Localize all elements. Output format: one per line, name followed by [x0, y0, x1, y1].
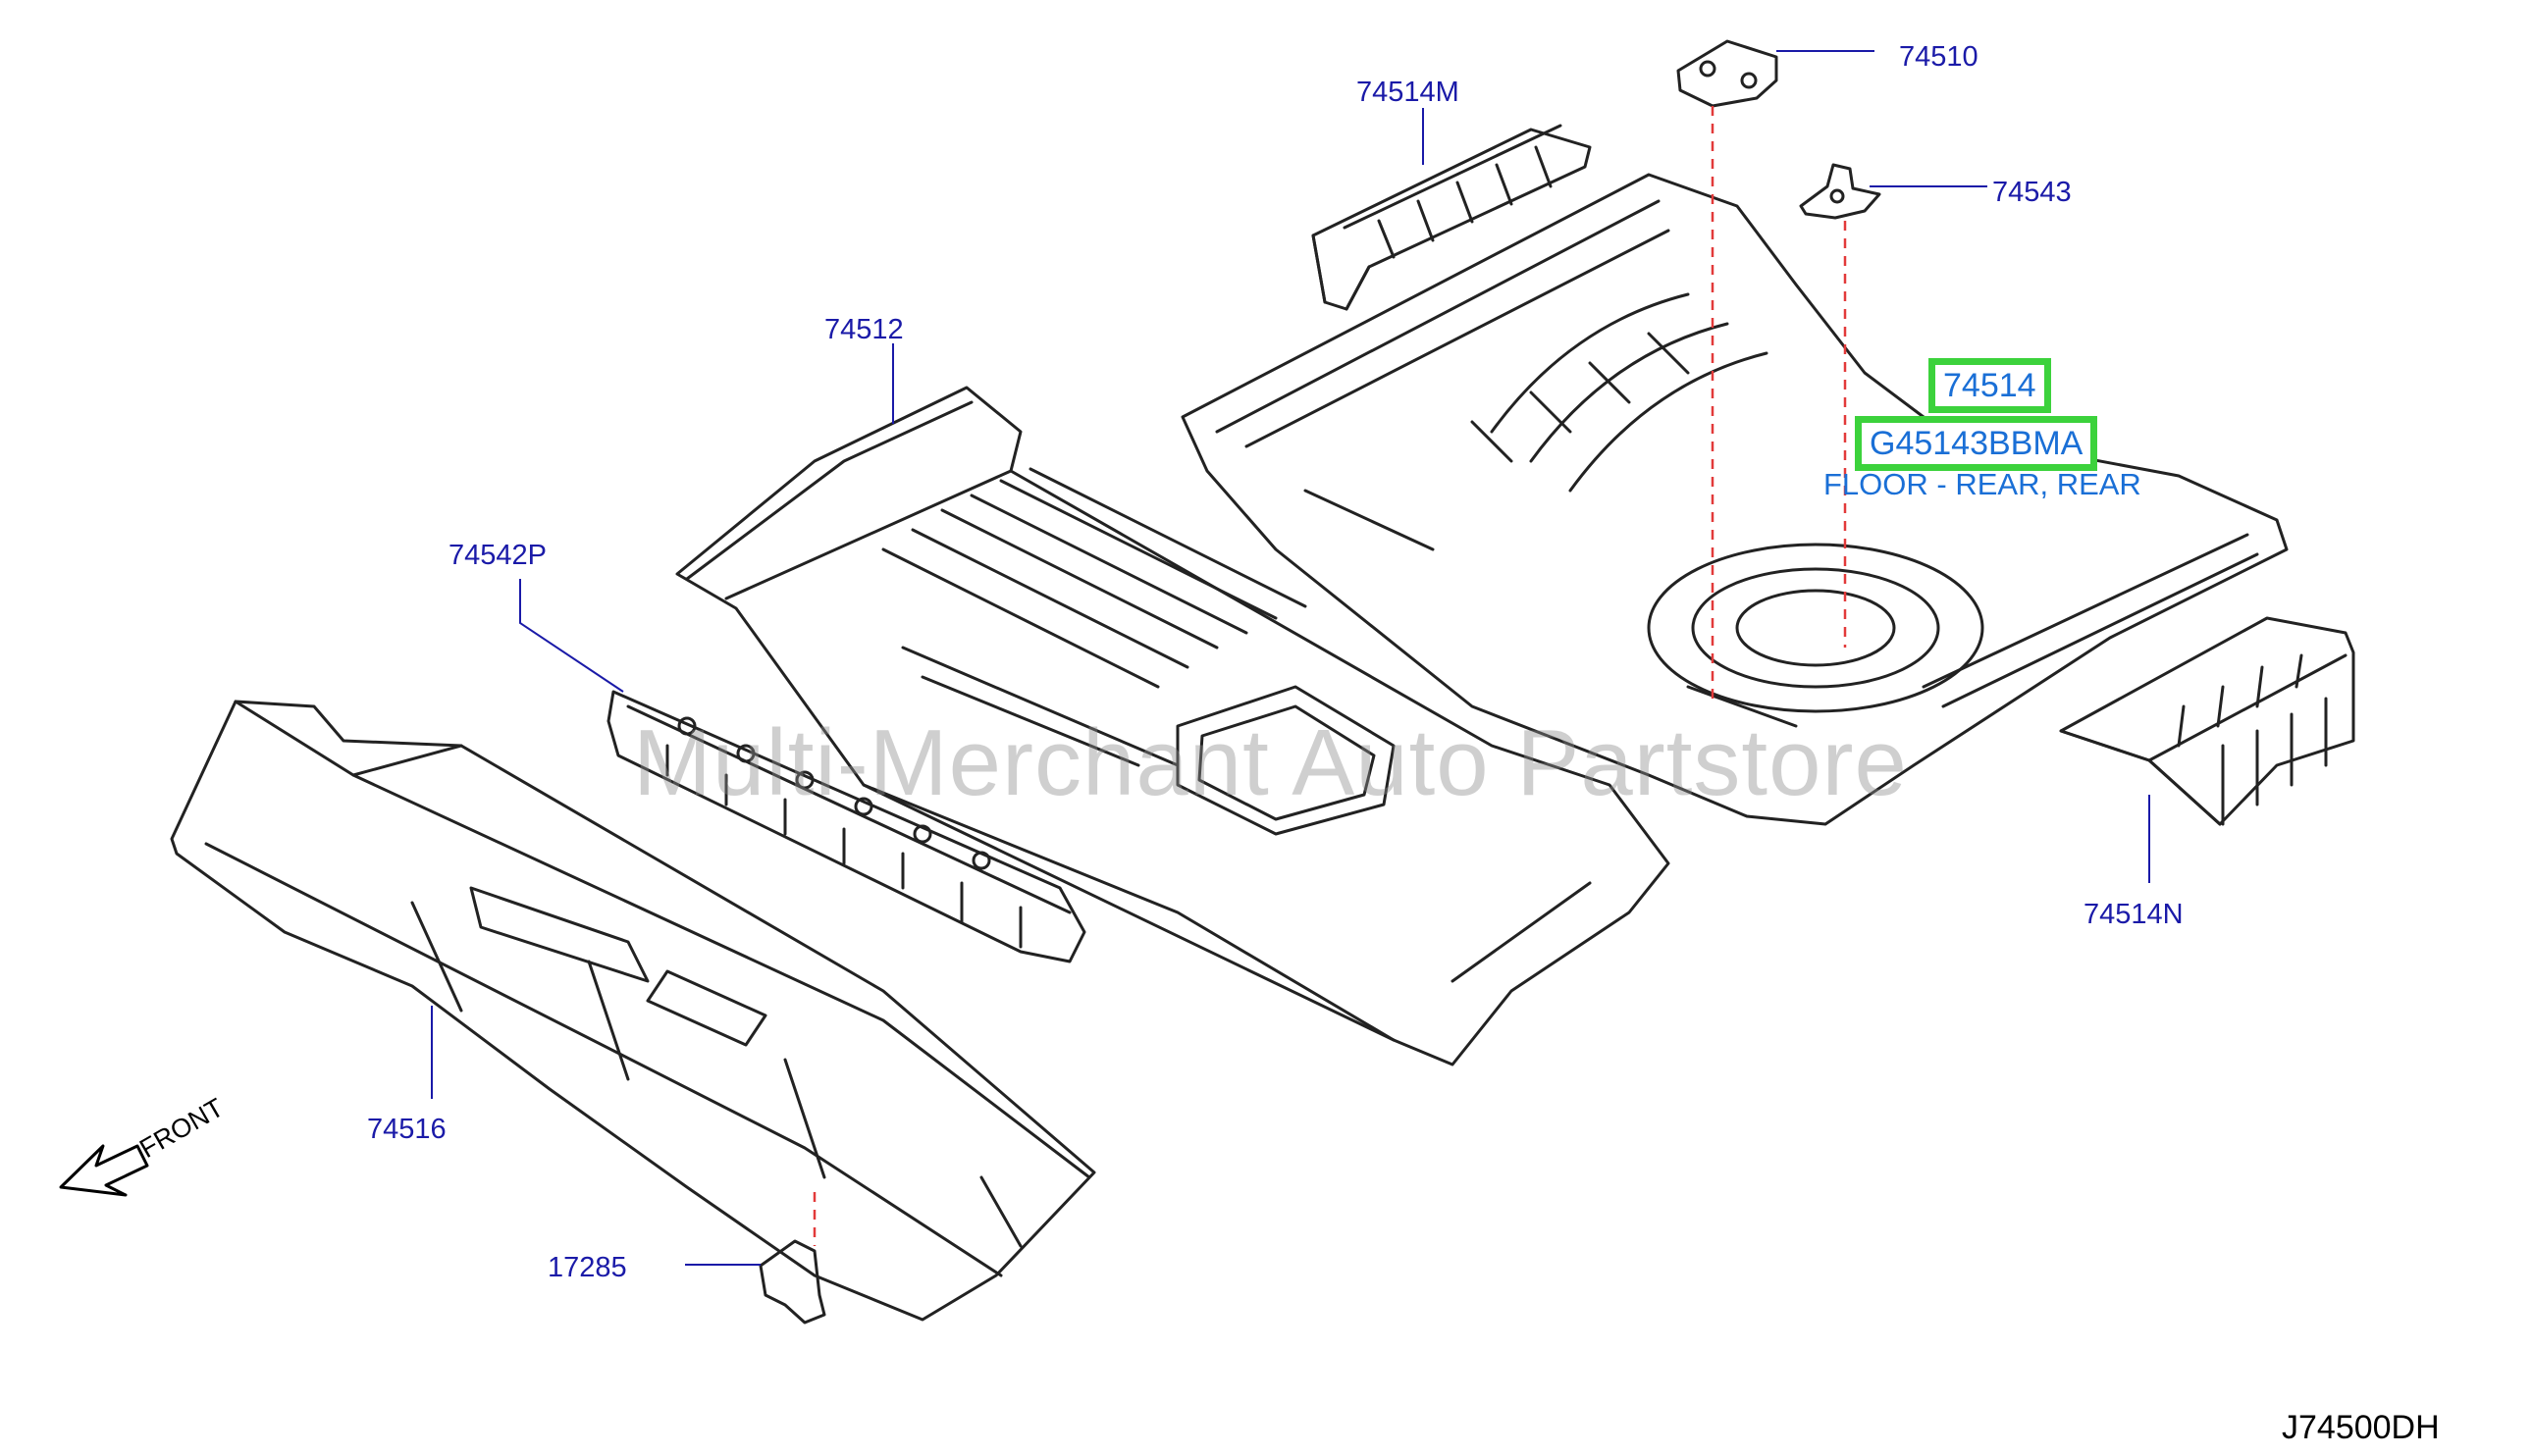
- part-74514M-panel: [1311, 124, 1592, 311]
- leader-lines: [431, 50, 2150, 1266]
- front-arrow-icon: [59, 1144, 149, 1197]
- part-number-highlighted[interactable]: G45143BBMA: [1855, 416, 2098, 471]
- watermark: Multi-Merchant Auto Partstore: [633, 710, 1908, 815]
- part-label-74514M[interactable]: 74514M: [1356, 77, 1459, 108]
- part-74542P-crossmember: [607, 690, 1086, 963]
- part-label-74514-highlighted[interactable]: 74514: [1928, 358, 2051, 413]
- part-74516-front-floor: [170, 700, 1096, 1322]
- part-label-74516[interactable]: 74516: [367, 1114, 447, 1145]
- part-label-74510[interactable]: 74510: [1899, 41, 1978, 73]
- part-label-17285[interactable]: 17285: [548, 1252, 627, 1283]
- diagram-id: J74500DH: [2282, 1409, 2440, 1446]
- dashed-guides: [813, 106, 1847, 1246]
- part-74514-rear-floor: [1181, 173, 2289, 826]
- part-74510-bracket: [1676, 39, 1778, 108]
- part-17285-bracket: [759, 1239, 826, 1325]
- part-label-74514N[interactable]: 74514N: [2084, 899, 2184, 930]
- part-label-74543[interactable]: 74543: [1992, 177, 2072, 208]
- part-74512-middle-floor: [675, 386, 1670, 1066]
- part-74514N-panel: [2059, 616, 2355, 826]
- part-label-74512[interactable]: 74512: [824, 314, 904, 345]
- part-label-74542P[interactable]: 74542P: [448, 540, 547, 571]
- part-74543-bracket: [1799, 163, 1881, 220]
- part-description: FLOOR - REAR, REAR: [1823, 467, 2141, 501]
